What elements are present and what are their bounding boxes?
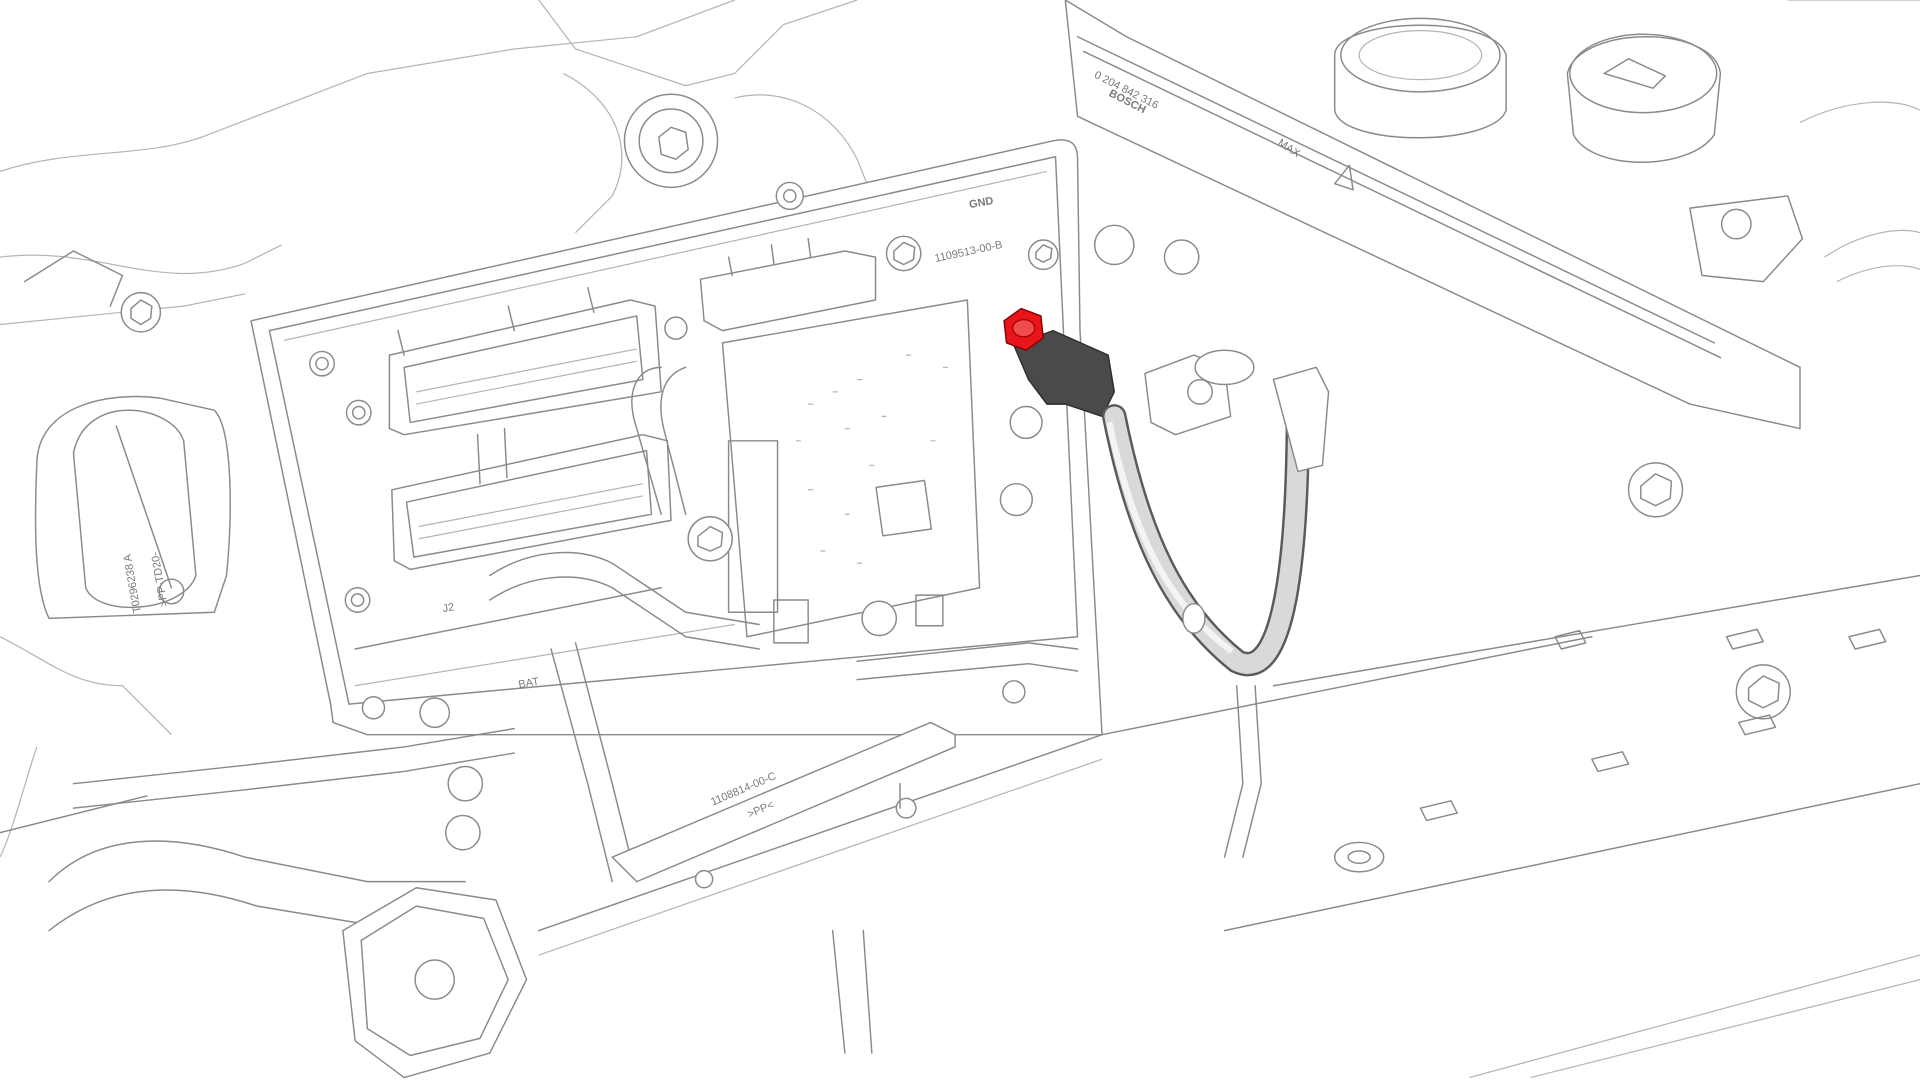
ground-strap	[1012, 329, 1330, 677]
connector-header-lower	[391, 427, 672, 571]
circuit-board	[721, 299, 981, 644]
highlighted-ground-nut	[1003, 307, 1045, 352]
hex-cap	[342, 887, 528, 1079]
connector-header-upper	[388, 287, 662, 436]
controller-board-panel: GND 1109513-00-B J2 BAT 31	[250, 139, 1103, 736]
gnd-label: GND	[968, 195, 994, 211]
oval-connector: T0296238 A >PP-TD20-	[34, 395, 231, 620]
bosch-module: 0 204 842 316 BOSCH MAX	[1064, 0, 1801, 430]
bolt-mount	[623, 93, 719, 189]
coolant-hose	[831, 684, 1262, 1054]
background-housing	[0, 0, 1920, 858]
right-hardware	[1093, 195, 1920, 1079]
connector-header-top	[699, 238, 877, 332]
wire-harness	[0, 366, 1079, 932]
panel-bolts	[309, 181, 1059, 851]
bat-label: BAT	[518, 676, 541, 691]
reservoir-caps	[1333, 17, 1722, 163]
j2-label: J2	[442, 601, 456, 615]
small-bolt	[120, 291, 162, 333]
